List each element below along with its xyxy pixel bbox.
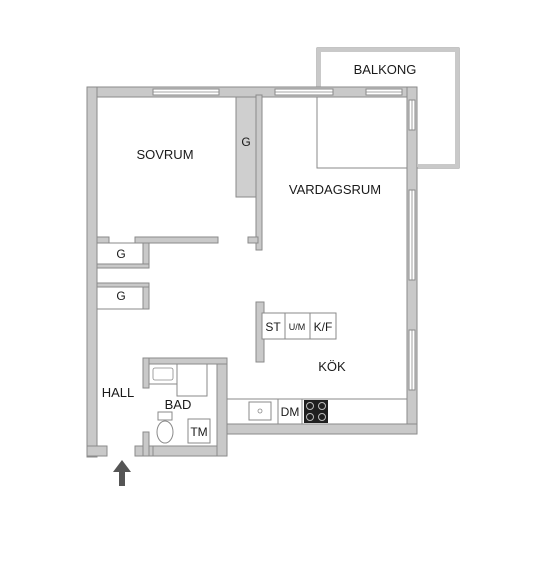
balcony bbox=[316, 47, 460, 169]
wardrobe-label-hall-upper: G bbox=[116, 247, 125, 261]
kitchen-counter: DM bbox=[226, 398, 408, 425]
fridge-label: K/F bbox=[314, 320, 333, 334]
room-label-living: VARDAGSRUM bbox=[289, 182, 381, 197]
bathroom-fixtures: TM bbox=[148, 363, 211, 444]
room-label-kitchen: KÖK bbox=[318, 359, 346, 374]
stove-label: ST bbox=[265, 320, 281, 334]
wardrobe-label-hall-lower: G bbox=[116, 289, 125, 303]
room-label-bedroom: SOVRUM bbox=[136, 147, 193, 162]
room-label-hall: HALL bbox=[102, 385, 135, 400]
room-label-bath: BAD bbox=[165, 397, 192, 412]
windows bbox=[152, 88, 416, 391]
oven-micro-label: U/M bbox=[289, 322, 306, 332]
kitchen-units: ST U/M K/F bbox=[255, 301, 337, 363]
washer-label: TM bbox=[190, 425, 207, 439]
arrow-up-icon bbox=[113, 460, 131, 486]
toilet-icon bbox=[156, 411, 174, 444]
sink-icon bbox=[248, 401, 272, 421]
hob-icon bbox=[304, 400, 328, 423]
interior-walls bbox=[96, 94, 263, 457]
room-label-balcony: BALKONG bbox=[354, 62, 417, 77]
dishwasher-label: DM bbox=[281, 405, 300, 419]
wardrobe-label-bedroom: G bbox=[241, 135, 250, 149]
